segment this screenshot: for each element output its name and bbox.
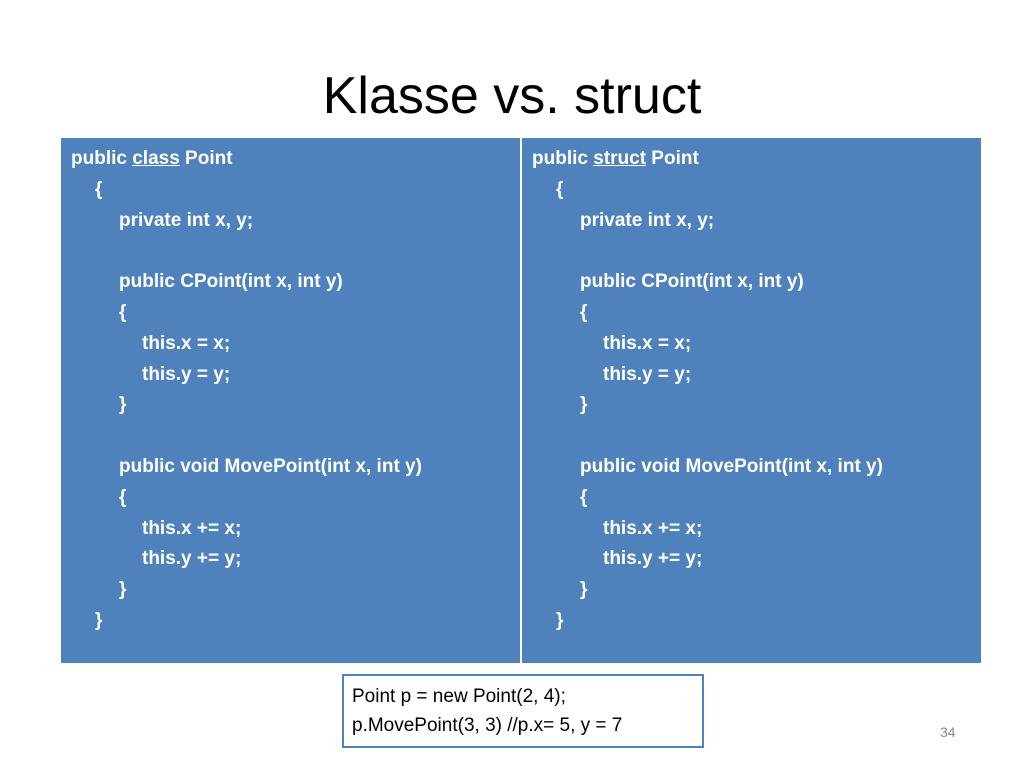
code-line: }	[119, 579, 127, 601]
class-header-suffix: Point	[179, 148, 233, 169]
code-line: public void MovePoint(int x, int y)	[119, 455, 422, 477]
usage-line-2: p.MovePoint(3, 3) //p.x= 5, y = 7	[352, 715, 623, 736]
code-line: this.x = x;	[603, 332, 692, 354]
code-line: }	[95, 609, 103, 631]
code-line: {	[580, 301, 588, 323]
class-declaration-line: public class Point	[71, 144, 520, 175]
code-line: this.x = x;	[142, 332, 231, 354]
code-line: {	[95, 178, 103, 200]
struct-header-suffix: Point	[646, 148, 699, 169]
class-header-prefix: public	[71, 148, 133, 169]
code-line: this.y += y;	[603, 548, 703, 570]
slide-title: Klasse vs. struct	[322, 67, 702, 125]
code-line: }	[119, 394, 127, 416]
struct-declaration-line: public struct Point	[532, 144, 981, 175]
code-line: {	[119, 301, 127, 323]
code-line: public CPoint(int x, int y)	[119, 271, 343, 293]
struct-code-column: public struct Point { private int x, y; …	[522, 138, 981, 663]
code-line: {	[556, 178, 564, 200]
struct-header-prefix: public	[532, 148, 594, 169]
code-line: }	[556, 609, 564, 631]
code-line: this.x += x;	[603, 517, 703, 539]
code-line: }	[580, 394, 588, 416]
code-line: }	[580, 579, 588, 601]
code-line: public CPoint(int x, int y)	[580, 271, 804, 293]
code-line: private int x, y;	[580, 209, 715, 231]
blank-line	[71, 421, 520, 452]
code-line: private int x, y;	[119, 209, 254, 231]
code-line: {	[580, 486, 588, 508]
class-code-column: public class Point { private int x, y; p…	[61, 138, 522, 663]
code-comparison-table: public class Point { private int x, y; p…	[60, 137, 982, 664]
usage-example-box: Point p = new Point(2, 4); p.MovePoint(3…	[342, 674, 704, 748]
code-line: this.y = y;	[142, 363, 231, 385]
struct-keyword: struct	[593, 148, 647, 169]
blank-line	[532, 421, 981, 452]
usage-line-1: Point p = new Point(2, 4);	[352, 686, 566, 707]
page-number: 34	[940, 724, 956, 740]
code-line: public void MovePoint(int x, int y)	[580, 455, 883, 477]
blank-line	[71, 236, 520, 267]
code-line: {	[119, 486, 127, 508]
class-keyword: class	[132, 148, 180, 169]
code-line: this.y = y;	[603, 363, 692, 385]
code-line: this.x += x;	[142, 517, 242, 539]
code-line: this.y += y;	[142, 548, 242, 570]
blank-line	[532, 236, 981, 267]
